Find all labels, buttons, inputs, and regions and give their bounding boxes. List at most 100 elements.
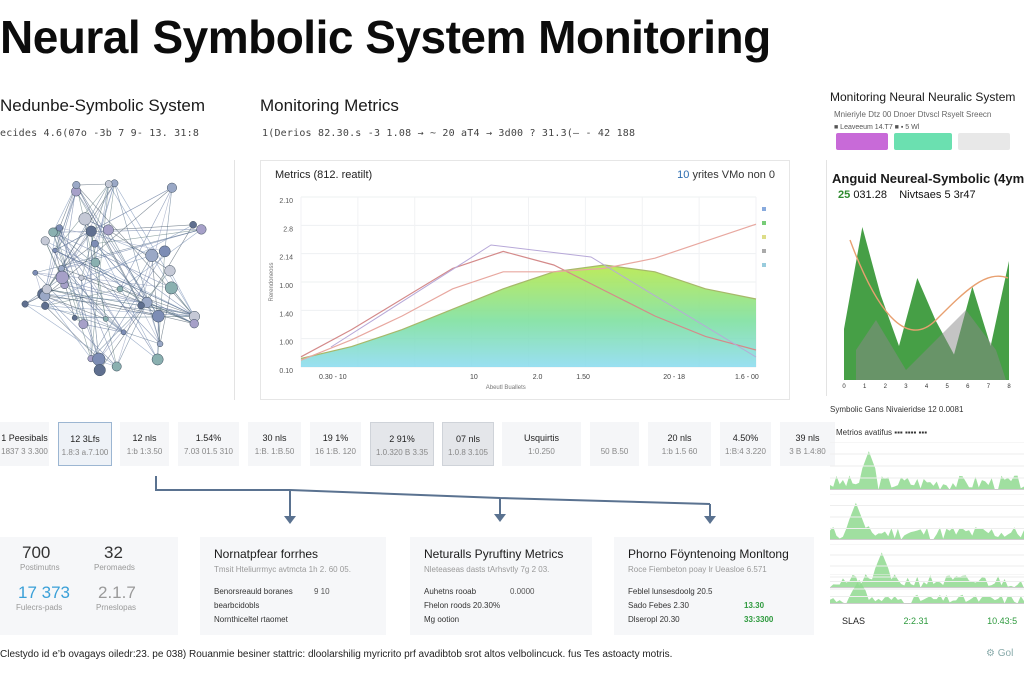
- stat-value: 39 nls: [795, 433, 820, 443]
- kpi-b-label: Peromaeds: [94, 563, 135, 572]
- graph-edge: [95, 262, 158, 360]
- status-pill-purple[interactable]: [836, 133, 888, 150]
- stat-cell[interactable]: 50 B.50: [590, 422, 640, 466]
- y-tick-label: 1.00: [279, 283, 293, 290]
- graph-edge: [54, 250, 193, 315]
- metrics-subline: 1(Derios 82.30.s -3 1.08 → ~ 20 aT4 → 3d…: [262, 128, 636, 139]
- sla-value-2: 10.43:5: [987, 616, 1018, 626]
- graph-node: [158, 245, 171, 258]
- legend-swatch: [762, 221, 766, 225]
- graph-node: [111, 361, 122, 372]
- stat-cell[interactable]: 12 3Lfs 1.8:3 a.7.100: [58, 422, 112, 466]
- sla-label: SLAS: [842, 616, 866, 626]
- arrow-down-icon: [284, 516, 296, 524]
- y-tick-label: 0.10: [279, 368, 293, 375]
- y-tick-label: 1.40: [279, 311, 293, 318]
- kpi-a-value: 700: [22, 543, 51, 562]
- stat-value: 2 91%: [389, 434, 415, 444]
- stat-value: 1.54%: [195, 433, 222, 443]
- footer-right-label: Gol: [997, 648, 1014, 659]
- graph-edge: [90, 255, 153, 359]
- card-1-title: Nornatpfear forrhes: [214, 547, 319, 561]
- graph-node: [116, 285, 124, 293]
- graph-edge: [59, 227, 117, 367]
- graph-edge: [76, 184, 195, 317]
- card-2-row-1-label: Auhetns rooab: [424, 587, 477, 596]
- graph-node: [156, 340, 164, 348]
- kpi-c-label: Fulecrs-pads: [16, 603, 63, 612]
- stat-sub: 50 B.50: [600, 447, 629, 456]
- stat-value: 12 3Lfs: [70, 434, 100, 444]
- system-section-title: Nedunbe-Symbolic System: [0, 96, 206, 115]
- graph-edge: [76, 184, 159, 317]
- graph-node: [78, 212, 92, 226]
- graph-edge: [76, 184, 161, 345]
- stat-sub: 1837 3 3.300: [1, 447, 48, 456]
- graph-edge: [55, 231, 124, 333]
- kpi-c-value: 17 373: [18, 583, 70, 602]
- stat-sub: 16 1:B. 120: [315, 447, 356, 456]
- graph-edge: [52, 232, 161, 345]
- stat-sub: 1.0.8 3.105: [447, 448, 489, 457]
- graph-edge: [55, 229, 202, 233]
- system-subline: ecides 4.6(07o -3b 7 9- 13. 31:8: [0, 128, 200, 139]
- graph-edge: [98, 251, 166, 360]
- card-1-row-2-label: bearbcidobls: [214, 601, 260, 610]
- x-tick-label: 2.0: [533, 374, 543, 381]
- graph-node: [152, 309, 165, 323]
- graph-node: [55, 224, 63, 232]
- graph-node: [104, 180, 113, 188]
- stat-value: 4.50%: [732, 433, 759, 443]
- stat-value: Usquirtis: [523, 433, 559, 443]
- stat-cell[interactable]: Usquirtis 1:0.250: [502, 422, 582, 466]
- kpi-a-label: Postimutns: [20, 563, 60, 572]
- x-axis-label: Abeutl Buallets: [486, 385, 526, 391]
- x-tick-label: 0.30 - 10: [319, 374, 347, 381]
- metrics-chart-title: Metrics (812. reatilt): [275, 169, 373, 181]
- footer-right[interactable]: ⚙ Gol: [986, 648, 1013, 659]
- stat-cell[interactable]: 2 91% 1.0.320 B 3.35: [370, 422, 434, 466]
- y-axis-label: Rerendoneoss: [269, 262, 275, 301]
- graph-edge: [94, 243, 193, 315]
- arrow-down-icon: [704, 516, 716, 524]
- anguid-values: 25 031.28 Nivtsaes 5 3r47: [838, 189, 976, 201]
- stat-cell[interactable]: 1.54% 7.03 01.5 310: [178, 422, 240, 466]
- anguid-x-tick: 8: [1007, 384, 1011, 390]
- graph-edge: [119, 229, 202, 290]
- sla-value-1: 2:2.31: [903, 616, 929, 626]
- graph-edge: [44, 240, 106, 320]
- graph-edge: [108, 183, 172, 289]
- graph-edge: [76, 183, 109, 186]
- status-pill-grey[interactable]: [958, 133, 1010, 150]
- area-series-1: [301, 265, 756, 367]
- graph-edge: [108, 183, 115, 230]
- graph-node: [58, 265, 65, 272]
- graph-edge: [105, 318, 158, 360]
- graph-edge: [61, 231, 92, 278]
- stat-sub: 1.0.320 B 3.35: [375, 448, 429, 457]
- mini-chart-2: [830, 494, 1024, 540]
- metrics-meta-text: yrites VMo non 0: [692, 169, 775, 181]
- mini-area: [830, 579, 1024, 603]
- stat-cell[interactable]: 19 1%16 1:B. 120: [310, 422, 362, 466]
- graph-edge: [146, 302, 195, 324]
- card-2-subtitle: Nleteaseas dasts tArhsvtly 7g 2 03.: [424, 565, 550, 574]
- stat-sub: 7.03 01.5 310: [184, 447, 233, 456]
- right-panel-subtitle: Mnieriyle Dtz 00 Dnoer Dtvscl Rsyelt Sre…: [834, 110, 992, 119]
- graph-edge: [108, 229, 148, 303]
- graph-edge: [25, 303, 106, 320]
- graph-edge: [52, 232, 92, 359]
- stat-sub: 1:0.250: [528, 447, 555, 456]
- stat-sub: 1.8:3 a.7.100: [61, 448, 109, 457]
- stat-cell[interactable]: 4.50%1:B:4 3.220: [720, 422, 772, 466]
- flow-connector: [155, 476, 716, 524]
- status-pill-green[interactable]: [894, 133, 952, 150]
- card-3-row-2-label: Sado Febes 2.30: [628, 601, 689, 610]
- x-tick-label: 10: [470, 374, 478, 381]
